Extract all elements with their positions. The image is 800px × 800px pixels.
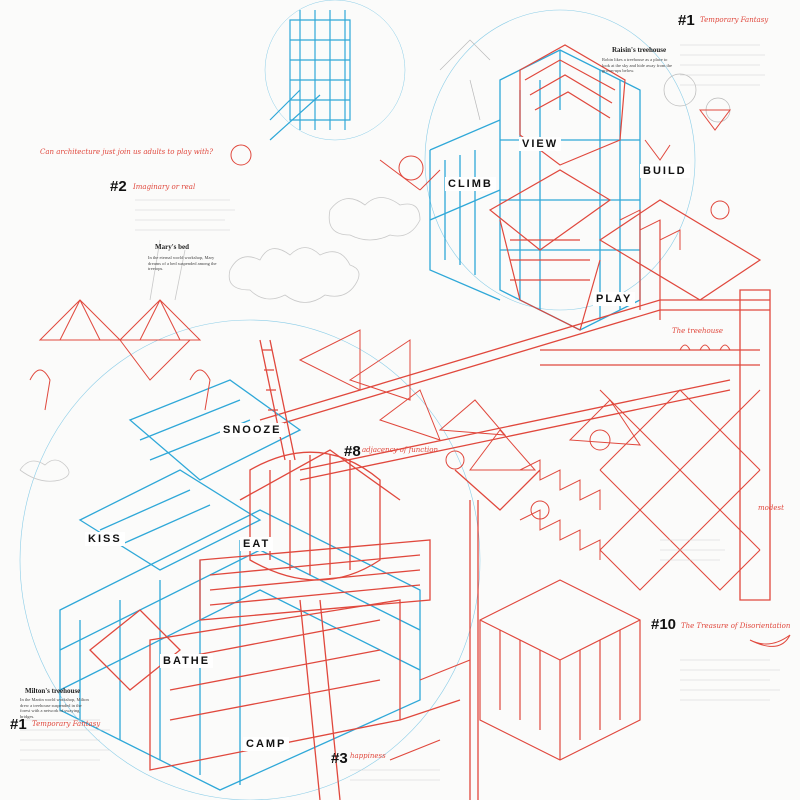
note-temporary-fantasy-bottom: Temporary Fantasy [32,720,101,728]
note-question: Can architecture just join us adults to … [40,148,214,156]
milton-caption-title: Milton's treehouse [25,687,81,695]
maze-room [389,579,641,761]
view-label: VIEW [519,137,562,151]
note-the-treehouse: The treehouse [672,327,723,335]
red-accent-shapes [379,109,791,647]
note-the-treasure: The Treasure of Disorientation [681,622,791,630]
note-imaginary-or-real: Imaginary or real [133,183,196,191]
raisin-caption-body: Robin likes a treehouse as a place to lo… [602,57,672,73]
snooze-label: SNOOZE [220,423,285,437]
blue-wash-layer [19,0,696,800]
raisin-treehouse-tower [429,39,762,331]
play-label: PLAY [593,292,636,306]
note-happiness: happiness [350,752,386,760]
camp-label: CAMP [243,737,290,751]
marker-8: #8 [344,443,361,460]
marker-1-top: #1 [678,12,695,29]
marker-1-bottom: #1 [10,716,27,733]
build-label: BUILD [640,164,690,178]
climb-label: CLIMB [445,177,496,191]
kiss-label: KISS [85,532,125,546]
mary-caption-title: Mary's bed [155,243,190,251]
triangle-structures [38,299,641,471]
note-adjacency: adjacency of function [362,446,439,454]
eat-label: EAT [240,537,274,551]
pencil-notes-lines [20,44,780,781]
structural-beams [259,289,771,800]
raisin-caption-title: Raisin's treehouse [612,46,667,54]
mary-caption-body: In the eternal world workshop, Mary drea… [148,255,217,271]
stair-blocks [519,209,681,560]
bathe-label: BATHE [160,654,214,668]
cloud-sketch [19,197,421,482]
figure-sketches [29,144,731,520]
milton-caption-body: In the Martin world workshop, Milton dre… [20,697,89,719]
note-modest: modest [758,504,784,512]
marker-3: #3 [331,750,348,767]
marker-2: #2 [110,178,127,195]
blue-scaffold-tower [269,10,351,141]
note-temporary-fantasy-top: Temporary Fantasy [700,16,769,24]
marker-10: #10 [651,616,677,633]
bottom-left-complex [59,339,431,800]
